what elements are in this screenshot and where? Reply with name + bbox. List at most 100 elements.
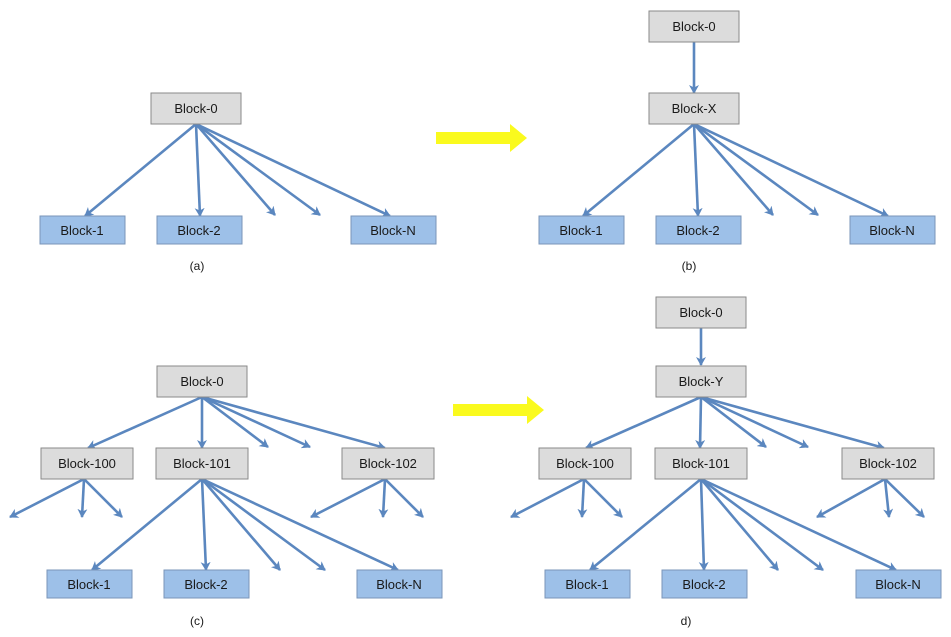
svg-text:Block-2: Block-2: [184, 577, 227, 592]
block-leaf: Block-2: [163, 569, 250, 599]
edge-c-mid3-sub2: [378, 478, 389, 518]
edge-b-inserted-ellipsis1: [693, 123, 774, 216]
edge-c-mid2-leaf2: [200, 478, 211, 571]
block-middle: Block-100: [40, 447, 134, 480]
edge-c-mid3-sub1: [310, 477, 386, 519]
svg-text:Block-1: Block-1: [565, 577, 608, 592]
edge-d-mid2-leaf1: [589, 477, 702, 572]
block-middle: Block-100: [538, 447, 632, 480]
block-inserted: Block-Y: [655, 365, 747, 398]
svg-text:Block-0: Block-0: [174, 101, 217, 116]
edge-c-mid2-ellipsis2: [201, 477, 326, 572]
block-middle: Block-102: [341, 447, 435, 480]
panel-b: Block-0 Block-X Block-1 Block-2 Block-N …: [538, 10, 936, 273]
svg-text:Block-2: Block-2: [682, 577, 725, 592]
edge-b-inserted-ellipsis2: [693, 122, 819, 217]
edge-d-inserted-ellipsis1: [700, 395, 767, 449]
block-middle: Block-101: [155, 447, 249, 480]
svg-text:Block-102: Block-102: [359, 456, 417, 471]
edge-d-mid3-sub1: [816, 477, 886, 519]
edge-b-inserted-leafn: [693, 122, 889, 218]
block-root: Block-0: [648, 10, 740, 43]
edge-d-inserted-mid1: [585, 395, 702, 450]
block-leaf: Block-N: [356, 569, 443, 599]
block-leaf: Block-1: [544, 569, 631, 599]
svg-text:Block-0: Block-0: [672, 19, 715, 34]
svg-text:Block-2: Block-2: [676, 223, 719, 238]
block-leaf: Block-1: [39, 215, 126, 245]
block-inserted: Block-X: [648, 92, 740, 125]
panel-d: Block-0 Block-Y Block-100 Block-101 Bloc…: [538, 296, 942, 628]
edge-c-root-mid1: [87, 395, 203, 450]
block-middle: Block-101: [654, 447, 748, 480]
svg-text:Block-Y: Block-Y: [679, 374, 724, 389]
block-leaf: Block-2: [655, 215, 742, 245]
edge-a-root-ellipsis1: [195, 123, 276, 216]
svg-text:Block-N: Block-N: [875, 577, 921, 592]
block-leaf: Block-2: [661, 569, 748, 599]
svg-text:Block-2: Block-2: [177, 223, 220, 238]
block-leaf: Block-2: [156, 215, 243, 245]
svg-text:Block-N: Block-N: [370, 223, 416, 238]
edge-c-mid2-leafn: [201, 477, 399, 572]
svg-text:Block-N: Block-N: [869, 223, 915, 238]
edge-d-inserted-ellipsis2: [700, 395, 809, 449]
edge-d-mid1-sub2: [577, 478, 588, 518]
edge-c-mid1-sub3: [83, 478, 123, 518]
panel-a: Block-0 Block-1 Block-2 Block-N (a): [39, 92, 437, 273]
edge-d-inserted-mid3: [700, 395, 885, 451]
svg-text:Block-102: Block-102: [859, 456, 917, 471]
edge-d-mid1-sub1: [510, 477, 585, 519]
edge-c-mid1-sub2: [77, 478, 88, 518]
caption-b: (b): [682, 259, 697, 273]
edge-a-root-ellipsis2: [195, 122, 321, 217]
block-root: Block-0: [655, 296, 747, 329]
block-root: Block-0: [156, 365, 248, 398]
caption-c: (c): [190, 614, 204, 628]
block-middle: Block-102: [841, 447, 935, 480]
edge-d-mid3-sub3: [884, 478, 925, 518]
edge-c-mid1-sub1: [9, 477, 85, 519]
edge-b-inserted-leaf2: [692, 123, 703, 217]
yellow-right-arrow-icon: [453, 396, 544, 424]
yellow-right-arrow-icon: [436, 124, 527, 152]
svg-text:Block-1: Block-1: [60, 223, 103, 238]
block-leaf: Block-N: [849, 215, 936, 245]
svg-text:Block-X: Block-X: [672, 101, 717, 116]
block-leaf: Block-N: [855, 569, 942, 599]
caption-d: d): [681, 614, 692, 628]
svg-text:Block-0: Block-0: [679, 305, 722, 320]
edge-c-mid2-ellipsis1: [201, 478, 281, 571]
svg-text:Block-101: Block-101: [672, 456, 730, 471]
edge-a-root-leafn: [195, 122, 391, 218]
edge-c-mid2-leaf1: [91, 477, 203, 572]
svg-text:Block-1: Block-1: [559, 223, 602, 238]
block-root: Block-0: [150, 92, 242, 125]
edge-d-mid2-ellipsis1: [700, 478, 779, 571]
edge-d-mid2-leaf2: [698, 478, 709, 571]
svg-text:Block-101: Block-101: [173, 456, 231, 471]
edge-c-root-ellipsis2: [201, 395, 311, 449]
edge-a-root-leaf2: [194, 123, 205, 217]
edge-d-mid1-sub3: [583, 478, 623, 518]
panel-c: Block-0 Block-100 Block-101 Block-102 Bl…: [40, 365, 443, 628]
svg-text:Block-0: Block-0: [180, 374, 223, 389]
edge-c-root-mid3: [201, 395, 386, 451]
edge-d-mid2-leafn: [700, 477, 897, 572]
svg-text:Block-100: Block-100: [556, 456, 614, 471]
edge-d-mid3-sub2: [883, 478, 894, 518]
svg-text:Block-N: Block-N: [376, 577, 422, 592]
edge-c-mid3-sub3: [384, 478, 424, 518]
block-leaf: Block-1: [46, 569, 133, 599]
edge-d-inserted-mid2: [695, 396, 706, 449]
svg-text:Block-100: Block-100: [58, 456, 116, 471]
edges-layer: [9, 42, 925, 572]
block-leaf: Block-N: [350, 215, 437, 245]
edge-a-root-leaf1: [84, 122, 197, 218]
edge-d-mid2-ellipsis2: [700, 477, 824, 572]
caption-a: (a): [190, 259, 205, 273]
edge-b-inserted-leaf1: [582, 122, 695, 218]
edge-c-root-ellipsis1: [201, 395, 269, 449]
block-leaf: Block-1: [538, 215, 625, 245]
